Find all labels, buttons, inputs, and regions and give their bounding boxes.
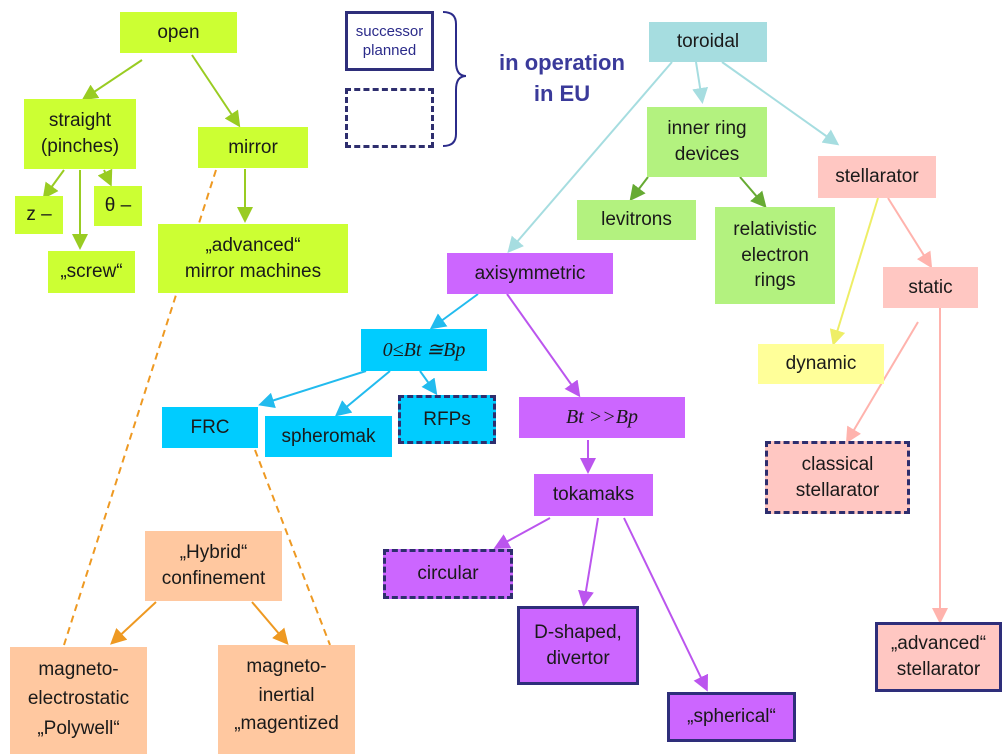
node-rfps: RFPs: [398, 395, 496, 444]
stellarator-to-dynamic: [829, 197, 879, 346]
node-magneto-es-line2: electrostatic: [27, 688, 130, 710]
node-levitrons-label: levitrons: [601, 209, 672, 231]
node-relativistic-line2: electron: [741, 244, 809, 266]
axisymmetric-connectors: [493, 293, 708, 692]
node-bt-much-greater-bp: Bt >>Bp: [519, 397, 685, 438]
node-z-label: z –: [26, 204, 52, 226]
node-classical-line2: stellarator: [795, 479, 880, 501]
node-rfps-label: RFPs: [423, 408, 471, 430]
node-straight-line2: (pinches): [40, 136, 120, 157]
node-hybrid-line1: „Hybrid“: [179, 542, 248, 564]
legend-in-operation-title: in operation in EU: [484, 48, 640, 110]
node-magneto-es-line3: „Polywell“: [37, 717, 120, 739]
node-magneto-inertial: magneto- inertial „magentized: [218, 645, 355, 754]
node-circular-label: circular: [417, 563, 479, 585]
node-relativistic-line1: relativistic: [733, 219, 817, 241]
node-bt-approx-bp-formula: 0≤Bt ≅Bp: [382, 338, 466, 361]
node-spheromak: spheromak: [265, 416, 392, 457]
toroidal-connectors: [507, 61, 840, 254]
node-axisymmetric-label: axisymmetric: [474, 262, 586, 284]
node-magneto-electrostatic: magneto- electrostatic „Polywell“: [10, 647, 147, 754]
node-classical-line1: classical: [801, 453, 874, 475]
node-tokamaks-label: tokamaks: [552, 484, 635, 506]
node-theta-pinch: θ –: [94, 186, 142, 226]
legend-in-operation-box: [345, 88, 434, 148]
node-adv-mirror-line2: mirror machines: [184, 260, 322, 282]
node-spheromak-label: spheromak: [281, 425, 376, 447]
node-theta-label: θ –: [104, 195, 132, 217]
node-open-label: open: [157, 21, 200, 43]
node-relativistic-electron-rings: relativistic electron rings: [715, 207, 835, 304]
node-spherical-label: „spherical“: [687, 706, 776, 728]
node-magneto-es-line1: magneto-: [38, 659, 119, 680]
node-d-shaped-divertor: D-shaped, divertor: [517, 606, 639, 685]
node-stellarator-label: stellarator: [835, 166, 919, 188]
node-inner-ring-line2: devices: [674, 144, 740, 165]
node-straight-line1: straight: [48, 110, 112, 132]
node-tokamaks: tokamaks: [534, 474, 653, 516]
node-screw-label: „screw“: [60, 261, 123, 283]
node-open: open: [120, 12, 237, 53]
node-spherical: „spherical“: [667, 692, 796, 742]
node-static-label: static: [908, 276, 953, 298]
node-stellarator: stellarator: [818, 156, 936, 198]
hybrid-connectors: [110, 601, 289, 646]
node-circular: circular: [383, 549, 513, 599]
node-dshaped-line2: divertor: [546, 647, 610, 669]
node-levitrons: levitrons: [577, 200, 696, 240]
legend-brace: [442, 11, 467, 147]
node-frc-label: FRC: [190, 416, 230, 438]
node-relativistic-line3: rings: [754, 270, 796, 292]
legend-in-operation-line2: in EU: [533, 80, 591, 106]
node-hybrid-line2: confinement: [161, 568, 266, 589]
node-dynamic: dynamic: [758, 344, 884, 384]
node-mirror-label: mirror: [228, 136, 278, 158]
node-axisymmetric: axisymmetric: [447, 253, 613, 294]
legend-successor-line1: successor: [355, 22, 424, 40]
node-hybrid-confinement: „Hybrid“ confinement: [145, 531, 282, 601]
node-inner-ring-devices: inner ring devices: [647, 107, 767, 177]
node-inner-ring-line1: inner ring: [667, 118, 747, 140]
node-magneto-in-line3: „magentized: [234, 713, 339, 734]
stellarator-connectors: [845, 197, 948, 624]
node-bt-approx-bp: 0≤Bt ≅Bp: [361, 329, 487, 371]
node-dshaped-line1: D-shaped,: [534, 621, 622, 643]
node-straight-pinches: straight (pinches): [24, 99, 136, 169]
node-toroidal: toroidal: [649, 22, 767, 62]
node-frc: FRC: [162, 407, 258, 448]
node-screw: „screw“: [48, 251, 135, 293]
frc-to-magnetoinertial-dashed: [254, 449, 331, 646]
node-advanced-stellarator: „advanced“ stellarator: [875, 622, 1002, 692]
node-adv-stell-line1: „advanced“: [890, 633, 987, 655]
legend-successor-box: successor planned: [345, 11, 434, 71]
node-advanced-mirror: „advanced“ mirror machines: [158, 224, 348, 293]
node-classical-stellarator: classical stellarator: [765, 441, 910, 514]
node-bt-much-greater-bp-formula: Bt >>Bp: [566, 406, 638, 428]
node-dynamic-label: dynamic: [785, 353, 857, 375]
node-static: static: [883, 267, 978, 308]
node-z-pinch: z –: [15, 196, 63, 234]
legend-in-operation-line1: in operation: [499, 50, 625, 75]
node-mirror: mirror: [198, 127, 308, 168]
inner-ring-connectors: [629, 176, 767, 209]
legend-successor-line2: planned: [362, 42, 417, 59]
node-toroidal-label: toroidal: [676, 31, 740, 53]
open-connectors: [42, 54, 253, 250]
node-adv-mirror-line1: „advanced“: [205, 234, 301, 256]
compact-connectors: [258, 293, 479, 417]
node-magneto-in-line2: inertial: [258, 684, 315, 706]
node-magneto-in-line1: magneto-: [246, 656, 327, 677]
node-adv-stell-line2: stellarator: [896, 659, 981, 680]
